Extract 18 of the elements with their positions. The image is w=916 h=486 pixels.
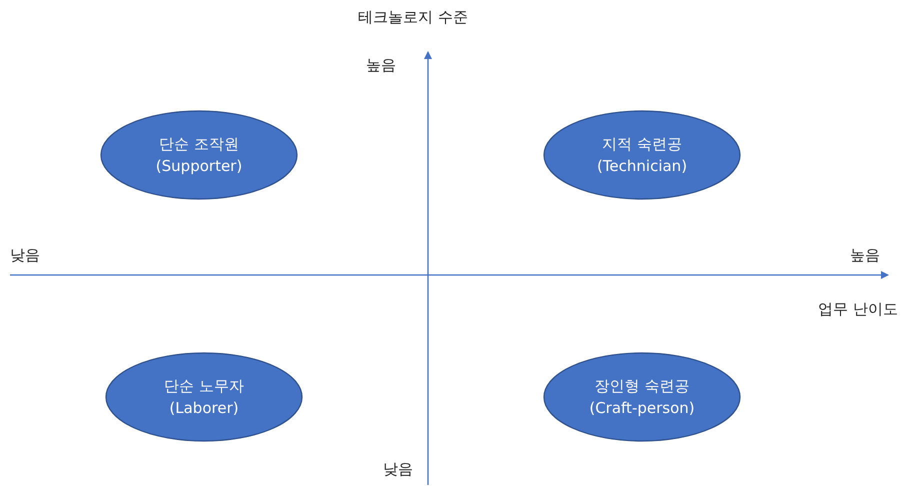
axis-title: 테크놀로지 수준 bbox=[358, 8, 468, 27]
category-label: (Craft-person) bbox=[589, 398, 695, 419]
scale-label: 낮음 bbox=[10, 246, 40, 265]
category-ellipse bbox=[543, 110, 741, 200]
category-label: (Technician) bbox=[596, 156, 688, 177]
category-label: 지적 숙련공 bbox=[602, 134, 682, 155]
category-label: (Supporter) bbox=[156, 156, 242, 177]
category-ellipse bbox=[100, 110, 298, 200]
category-ellipse bbox=[543, 352, 741, 442]
category-label: 단순 노무자 bbox=[164, 376, 244, 397]
category-ellipse bbox=[105, 352, 303, 442]
scale-label: 높음 bbox=[850, 246, 880, 265]
category-label: 장인형 숙련공 bbox=[594, 376, 690, 397]
category-label: 단순 조작원 bbox=[159, 134, 239, 155]
scale-label: 높음 bbox=[366, 56, 396, 75]
axis-title: 업무 난이도 bbox=[818, 300, 898, 319]
category-label: (Laborer) bbox=[169, 398, 239, 419]
scale-label: 낮음 bbox=[383, 460, 413, 479]
